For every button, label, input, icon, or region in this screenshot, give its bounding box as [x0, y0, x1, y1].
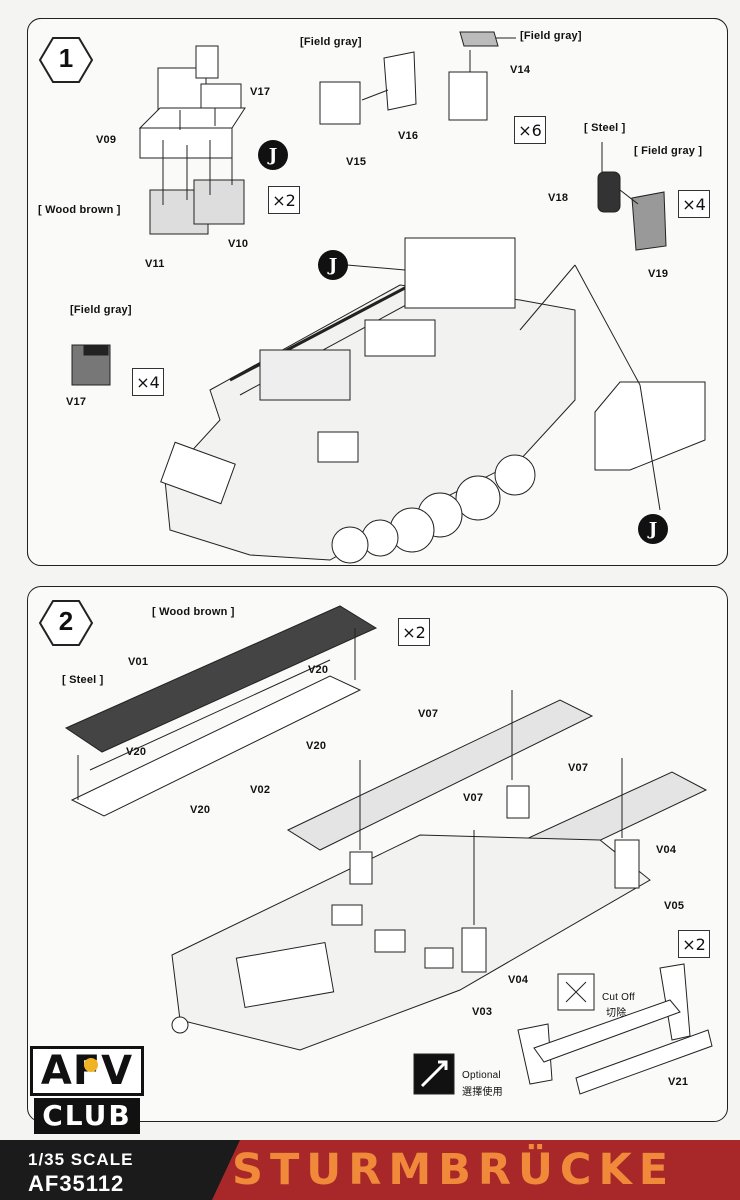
label-field-gray-v19: [ Field gray ]	[634, 145, 703, 157]
label-v19: V19	[648, 268, 669, 280]
j-marker-1: J	[258, 140, 288, 170]
afv-club-logo: AFV CLUB	[30, 1046, 144, 1138]
small-box-v17-drawing	[71, 344, 111, 386]
multiplier-x2-support: ×2	[678, 930, 710, 958]
label-v07-a: V07	[418, 708, 439, 720]
logo-dot	[84, 1058, 98, 1072]
assembly-drawings	[38, 31, 713, 1095]
label-optional: Optional	[462, 1070, 501, 1081]
footer-product-code: AF35112	[28, 1171, 125, 1196]
step-1-number: 1	[58, 43, 74, 73]
j-marker-2: J	[318, 250, 348, 280]
label-v17-bottom: V17	[66, 396, 87, 408]
multiplier-x4-v17: ×4	[132, 368, 164, 396]
label-v11: V11	[145, 258, 165, 270]
label-v07-b: V07	[568, 762, 589, 774]
label-cut-off: Cut Off	[602, 992, 635, 1003]
step-2-number: 2	[58, 606, 74, 636]
j-marker-3: J	[638, 514, 668, 544]
label-v18: V18	[548, 192, 569, 204]
label-v20-b: V20	[306, 740, 327, 752]
footer-title: STURMBRÜCKE	[232, 1145, 676, 1195]
jerrycan-holder-drawing	[597, 142, 667, 251]
label-v20-c: V20	[126, 746, 147, 758]
label-steel-step1: [ Steel ]	[584, 122, 626, 134]
label-v04-a: V04	[656, 844, 677, 856]
label-v03: V03	[472, 1006, 493, 1018]
step-1-hexagon	[38, 37, 94, 83]
label-v04-b: V04	[508, 974, 529, 986]
label-wood-brown-1: [ Wood brown ]	[38, 204, 121, 216]
side-box-drawing	[319, 31, 516, 125]
label-cut-off-cn: 切除	[606, 1008, 627, 1019]
step-2-hexagon	[38, 600, 94, 646]
footer-bar: 1/35 SCALE AF35112 STURMBRÜCKE	[0, 1140, 740, 1200]
label-v17-top: V17	[250, 86, 271, 98]
label-v01: V01	[128, 656, 149, 668]
label-v09: V09	[96, 134, 117, 146]
label-v05: V05	[664, 900, 685, 912]
footer-red-band	[212, 1140, 740, 1200]
logo-club-text: CLUB	[34, 1098, 140, 1134]
label-field-gray-v14: [Field gray]	[520, 30, 582, 42]
footer-scale: 1/35 SCALE	[28, 1150, 134, 1169]
label-v10: V10	[228, 238, 249, 250]
label-field-gray-v17: [Field gray]	[70, 304, 132, 316]
bridge-ramps-on-vehicle-drawing	[171, 690, 708, 1051]
multiplier-x4-v19: ×4	[678, 190, 710, 218]
label-v02: V02	[250, 784, 271, 796]
stowage-box-drawing	[138, 45, 246, 235]
label-v07-c: V07	[463, 792, 484, 804]
ramp-support-drawing	[517, 963, 713, 1095]
halftrack-hull-drawing	[160, 237, 706, 564]
label-field-gray-v15: [Field gray]	[300, 36, 362, 48]
label-v21: V21	[668, 1076, 689, 1088]
label-steel-step2: [ Steel ]	[62, 674, 104, 686]
multiplier-x6: ×6	[514, 116, 546, 144]
label-v16: V16	[398, 130, 419, 142]
label-v20-d: V20	[190, 804, 211, 816]
label-v14: V14	[510, 64, 531, 76]
multiplier-x2-step1: ×2	[268, 186, 300, 214]
label-v15: V15	[346, 156, 367, 168]
multiplier-x2-ramp: ×2	[398, 618, 430, 646]
label-optional-cn: 選擇使用	[462, 1087, 503, 1098]
bridge-ramp-exploded-drawing	[64, 605, 378, 817]
label-wood-brown-2: [ Wood brown ]	[152, 606, 235, 618]
label-v20-a: V20	[308, 664, 329, 676]
